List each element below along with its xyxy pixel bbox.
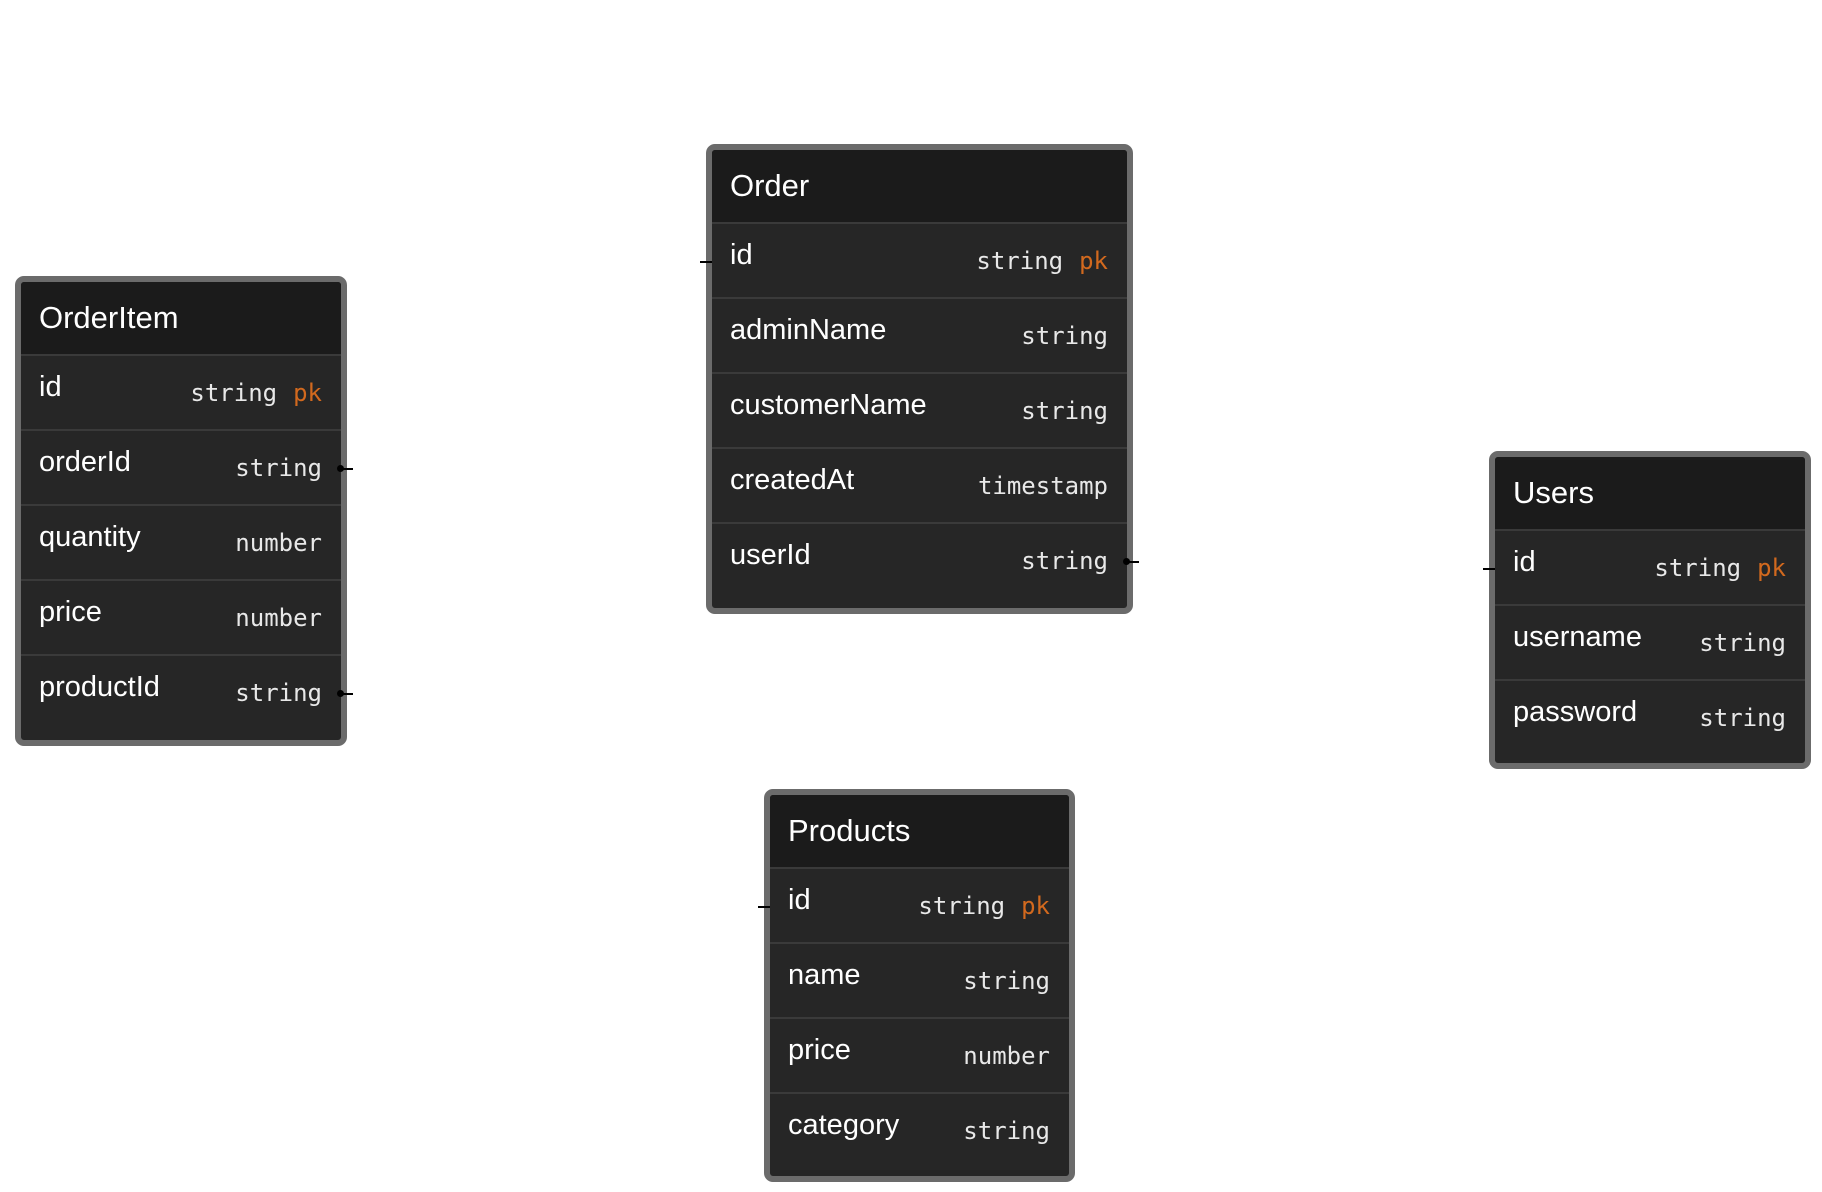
field-type: number bbox=[963, 1041, 1050, 1070]
table-header[interactable]: Order bbox=[712, 150, 1127, 222]
field-name: id bbox=[39, 371, 62, 403]
field-name: userId bbox=[730, 539, 811, 571]
field-name: orderId bbox=[39, 446, 131, 478]
field-type: number bbox=[235, 528, 322, 557]
field-row-name[interactable]: name string bbox=[770, 942, 1069, 1017]
primary-key-badge: pk bbox=[1079, 246, 1108, 275]
field-row-adminname[interactable]: adminName string bbox=[712, 297, 1127, 372]
field-name: adminName bbox=[730, 314, 887, 346]
field-type: timestamp bbox=[977, 471, 1108, 500]
relation-connector bbox=[337, 464, 353, 472]
field-row-customername[interactable]: customerName string bbox=[712, 372, 1127, 447]
field-type: number bbox=[235, 603, 322, 632]
field-name: id bbox=[788, 884, 811, 916]
field-name: id bbox=[730, 239, 753, 271]
table-title: Users bbox=[1513, 475, 1594, 510]
field-type: string bbox=[963, 966, 1050, 995]
field-row-createdat[interactable]: createdAt timestamp bbox=[712, 447, 1127, 522]
field-row-price[interactable]: price number bbox=[21, 579, 341, 654]
field-type: string bbox=[1021, 321, 1108, 350]
field-row-username[interactable]: username string bbox=[1495, 604, 1805, 679]
field-name: id bbox=[1513, 546, 1536, 578]
field-row-orderid[interactable]: orderId string bbox=[21, 429, 353, 504]
table-header[interactable]: OrderItem bbox=[21, 282, 341, 354]
field-name: customerName bbox=[730, 389, 927, 421]
primary-key-badge: pk bbox=[293, 378, 322, 407]
field-row-password[interactable]: password string bbox=[1495, 679, 1805, 754]
field-name: username bbox=[1513, 621, 1642, 653]
field-name: price bbox=[788, 1034, 851, 1066]
relation-connector bbox=[337, 689, 353, 697]
field-name: price bbox=[39, 596, 102, 628]
field-row-userid[interactable]: userId string bbox=[712, 522, 1139, 597]
field-name: quantity bbox=[39, 521, 141, 553]
field-name: password bbox=[1513, 696, 1638, 728]
table-header[interactable]: Users bbox=[1495, 457, 1805, 529]
field-row-price[interactable]: price number bbox=[770, 1017, 1069, 1092]
field-row-quantity[interactable]: quantity number bbox=[21, 504, 341, 579]
relation-connector bbox=[1483, 567, 1495, 570]
relation-connector bbox=[758, 905, 770, 908]
field-type: string bbox=[1699, 703, 1786, 732]
relation-connector bbox=[1123, 557, 1139, 565]
field-name: category bbox=[788, 1109, 900, 1141]
table-title: OrderItem bbox=[39, 300, 179, 335]
field-row-productid[interactable]: productId string bbox=[21, 654, 353, 729]
field-name: name bbox=[788, 959, 861, 991]
field-type: string bbox=[235, 453, 322, 482]
field-row-category[interactable]: category string bbox=[770, 1092, 1069, 1167]
primary-key-badge: pk bbox=[1757, 553, 1786, 582]
field-name: productId bbox=[39, 671, 160, 703]
table-title: Order bbox=[730, 168, 810, 203]
table-title: Products bbox=[788, 813, 911, 848]
field-type: string bbox=[1021, 396, 1108, 425]
table-header[interactable]: Products bbox=[770, 795, 1069, 867]
field-type: string bbox=[235, 678, 322, 707]
field-type: string bbox=[963, 1116, 1050, 1145]
field-type: string bbox=[1699, 628, 1786, 657]
relation-connector bbox=[700, 260, 712, 263]
field-type: string bbox=[1021, 546, 1108, 575]
primary-key-badge: pk bbox=[1021, 891, 1050, 920]
field-name: createdAt bbox=[730, 464, 855, 496]
